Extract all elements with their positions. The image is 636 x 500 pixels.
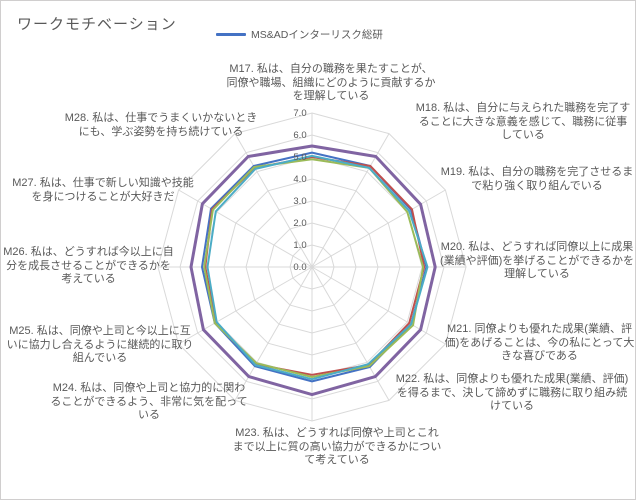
category-label-m20: M20. 私は、どうすれば同僚以上に成果(業績や評価)を挙げることができるかを理…	[439, 241, 635, 280]
radar-grid-spoke	[311, 266, 390, 401]
radar-grid-spoke	[234, 266, 313, 401]
category-label-m17: M17. 私は、自分の職務を果たすことが、同僚や職場、組織にどのように貢献するか…	[226, 63, 436, 102]
category-label-m19: M19. 私は、自分の職務を完了させるまで粘り強く取り組んでいる	[440, 166, 634, 192]
radar-grid-spoke	[311, 266, 446, 345]
radar-series-series-purple	[189, 144, 437, 397]
category-label-m26: M26. 私は、どうすれば今以上に自分を成長させることができるかを考えている	[3, 246, 174, 285]
radar-grid-spoke	[178, 266, 313, 345]
category-label-m18: M18. 私は、自分に与えられた職務を完了することに大きな意義を感じて、職務に従…	[415, 102, 631, 141]
category-label-m24: M24. 私は、同僚や上司と協力的に関わることができるよう、非常に気を配っている	[50, 382, 248, 421]
value-axis-tick-label: 4.0	[293, 174, 306, 185]
value-axis-tick-label: 7.0	[293, 108, 306, 119]
value-axis-tick-label: 0.0	[293, 262, 306, 273]
value-axis-tick-label: 1.0	[293, 240, 306, 251]
radar-series-series-red	[204, 156, 426, 376]
value-axis-tick-label: 3.0	[293, 196, 306, 207]
radar-grid-spoke	[178, 189, 313, 268]
chart-title: ワークモチベーション	[17, 16, 177, 33]
category-label-m23: M23. 私は、どうすれば同僚や上司とこれまで以上に質の高い協力ができるかについ…	[232, 427, 442, 466]
category-label-m22: M22. 私は、同僚よりも優れた成果(業績、評価)を得るまで、決して諦めずに職務…	[395, 373, 629, 412]
radar-series-series-green	[203, 158, 425, 378]
legend-item-label: MS&ADインターリスク総研	[251, 29, 383, 41]
legend: MS&ADインターリスク総研	[216, 27, 383, 42]
category-label-m21: M21. 同僚よりも優れた成果(業績、評価)をあげることは、今の私にとって大きな…	[444, 323, 635, 362]
category-label-m27: M27. 私は、仕事で新しい知識や技能を身につけることが大好きだ	[12, 177, 194, 203]
category-label-m28: M28. 私は、仕事でうまくいかないときにも、学ぶ姿勢を持ち続けている	[64, 112, 258, 138]
legend-line-swatch	[216, 33, 246, 36]
radar-series-series-cyan	[206, 154, 429, 381]
radar-grid-spoke	[311, 189, 446, 268]
value-axis-tick-label: 6.0	[293, 130, 306, 141]
value-axis-tick-label: 5.0	[293, 152, 306, 163]
value-axis-tick-label: 2.0	[293, 218, 306, 229]
category-label-m25: M25. 私は、同僚や上司と今以上に互いに協力し合えるように継続的に取り組んでい…	[6, 325, 194, 364]
